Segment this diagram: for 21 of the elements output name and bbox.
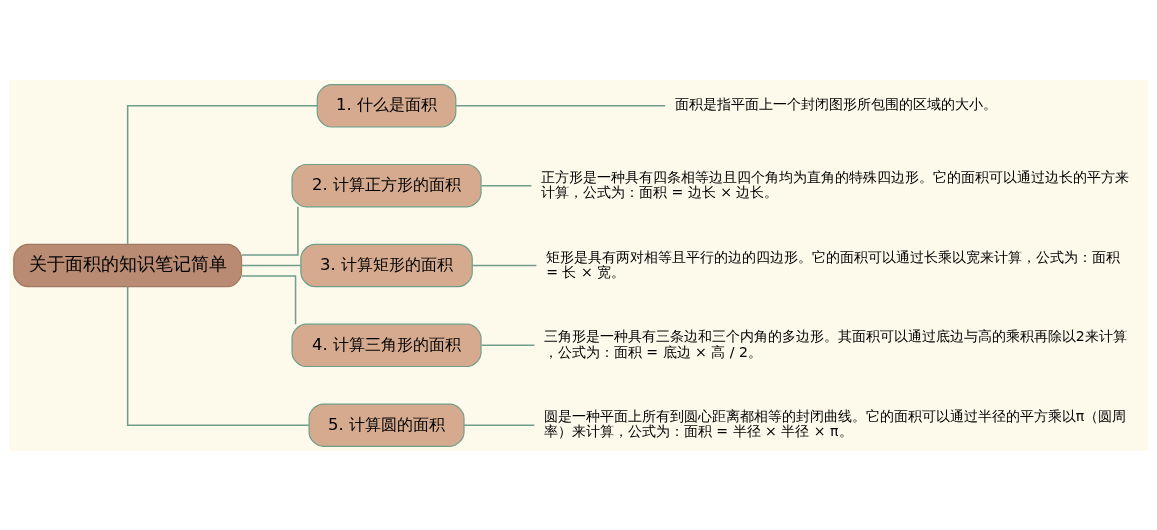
node-box: 4. 计算三角形的面积 (291, 323, 482, 367)
connector (126, 104, 318, 245)
connector (240, 264, 302, 266)
node-text: 圆是一种平面上所有到圆心距离都相等的封闭曲线。它的面积可以通过半径的平方乘以π（圆周率）来计算，公式为：面积 = 半径 × 半径 × π。 (543, 407, 1127, 439)
node-box: 3. 计算矩形的面积 (300, 243, 473, 287)
node-text: 矩形是具有两对相等且平行的边的四边形。它的面积可以通过长乘以宽来计算，公式为：面积 = 长 × 宽。 (546, 248, 1121, 280)
node-box: 关于面积的知识笔记简单 (13, 243, 243, 287)
node-box: 5. 计算圆的面积 (308, 402, 465, 447)
connector (463, 423, 536, 426)
node-text: 三角形是一种具有三条边和三个内角的多边形。其面积可以通过底边与高的乘积再除以2来计算，公式为：面积 = 底边 × 高 / 2。 (543, 327, 1127, 360)
connector (455, 104, 666, 107)
connector (126, 285, 310, 426)
connector (240, 205, 299, 256)
connector (480, 344, 536, 346)
node-text: 面积是指平面上一个封闭图形所包围的区域的大小。 (674, 95, 997, 112)
connector (480, 184, 533, 186)
connector (471, 264, 538, 266)
node-text: 正方形是一种具有四条相等边且四个角均为直角的特殊四边形。它的面积可以通过边长的平方来计算，公式为：面积 = 边长 × 边长。 (540, 168, 1129, 200)
connector (241, 274, 297, 325)
node-box: 2. 计算正方形的面积 (291, 163, 482, 207)
node-box: 1. 什么是面积 (316, 83, 457, 128)
